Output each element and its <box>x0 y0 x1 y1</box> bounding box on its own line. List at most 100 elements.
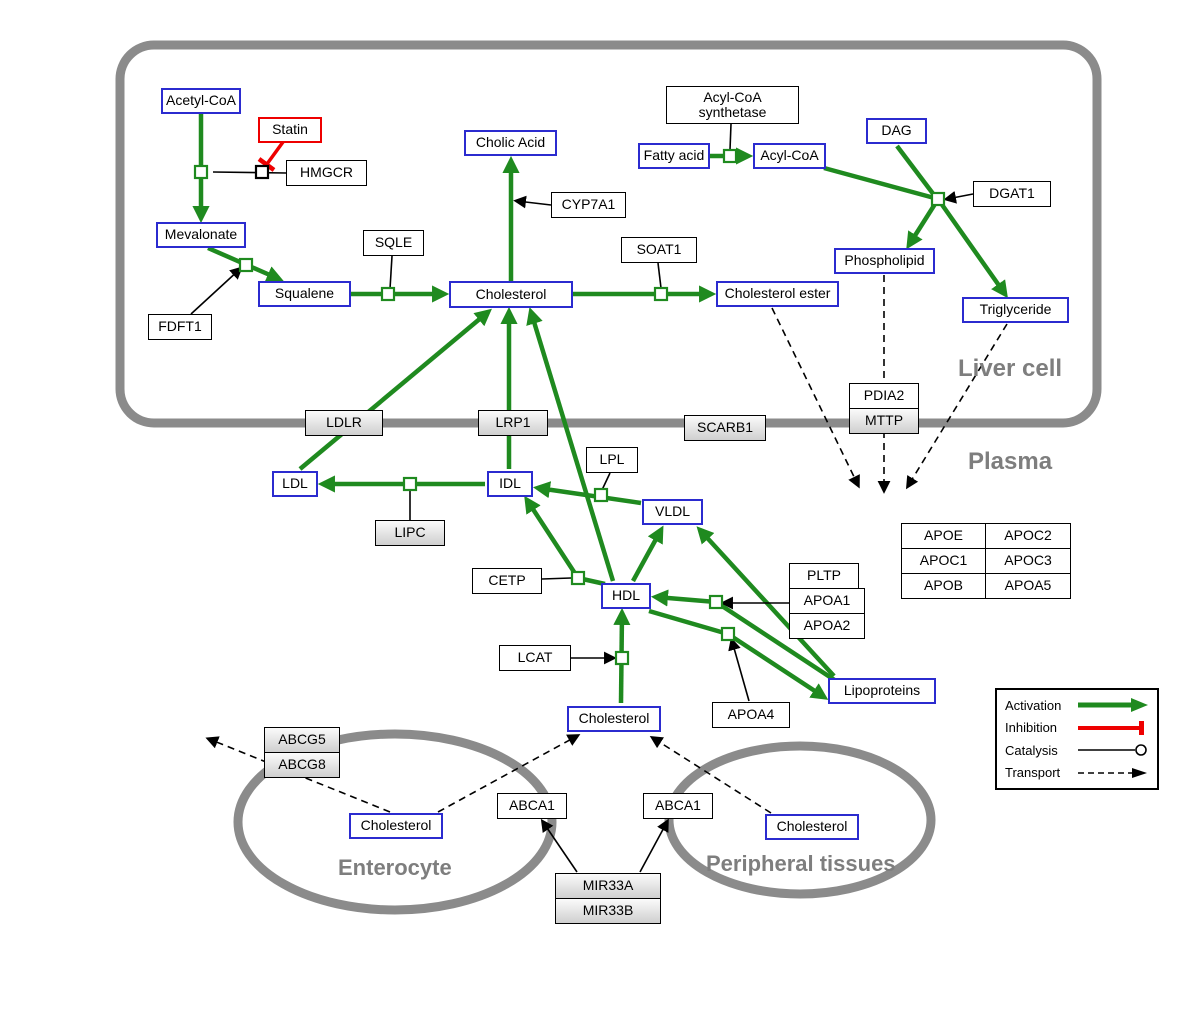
edge-hdl-cholesterol <box>526 307 616 582</box>
edge-cholesterolester-secretion <box>771 307 860 489</box>
edge-vldl-idl <box>532 481 642 506</box>
edge-cyp7a1-cat <box>513 195 552 209</box>
node-cyp7a1[interactable]: CYP7A1 <box>551 192 626 218</box>
edge-cetp-cat <box>541 577 572 580</box>
legend-label-catalysis: Catalysis <box>1005 742 1058 758</box>
catalysis-circle-icon <box>1078 744 1147 757</box>
node-apoa4[interactable]: APOA4 <box>712 702 790 728</box>
node-dag[interactable]: DAG <box>866 118 927 144</box>
node-lpl[interactable]: LPL <box>586 447 638 473</box>
node-apoa2[interactable]: APOA2 <box>789 613 865 639</box>
edge-dgat1-cat <box>943 191 974 204</box>
node-idl[interactable]: IDL <box>487 471 533 497</box>
node-cholic-acid[interactable]: Cholic Acid <box>464 130 557 156</box>
edge-hmgcr-cat <box>212 171 287 174</box>
node-hdl[interactable]: HDL <box>601 583 651 609</box>
legend-label-transport: Transport <box>1005 765 1061 781</box>
reaction-node-10 <box>708 594 724 610</box>
node-ldlr[interactable]: LDLR <box>305 410 383 436</box>
node-triglyceride[interactable]: Triglyceride <box>962 297 1069 323</box>
node-lipoproteins[interactable]: Lipoproteins <box>828 678 936 704</box>
reaction-node-7 <box>402 476 418 492</box>
reaction-node-2 <box>380 286 396 302</box>
edge-mir33a-abca1 <box>540 818 578 873</box>
node-cholesterol-plasma[interactable]: Cholesterol <box>567 706 661 732</box>
node-lcat[interactable]: LCAT <box>499 645 571 671</box>
node-apoa1[interactable]: APOA1 <box>789 588 865 614</box>
node-apoa5[interactable]: APOA5 <box>985 573 1071 599</box>
node-mir33a[interactable]: MIR33A <box>555 873 661 899</box>
node-cholesterol-enterocyte[interactable]: Cholesterol <box>349 813 443 839</box>
node-vldl[interactable]: VLDL <box>642 499 703 525</box>
node-mttp[interactable]: MTTP <box>849 408 919 434</box>
legend-row-inhibition: Inhibition <box>1005 720 1149 736</box>
node-cetp[interactable]: CETP <box>472 568 542 594</box>
edge-apoa4-cat <box>728 637 750 702</box>
node-abcg5[interactable]: ABCG5 <box>264 727 340 753</box>
node-pltp[interactable]: PLTP <box>789 563 859 589</box>
node-acyl-coa[interactable]: Acyl-CoA <box>753 143 826 169</box>
edge-dag-junction <box>895 144 936 197</box>
edge-lpl-cat <box>601 472 611 491</box>
node-abcg8[interactable]: ABCG8 <box>264 752 340 778</box>
node-abca1-peripheral[interactable]: ABCA1 <box>643 793 713 819</box>
node-soat1[interactable]: SOAT1 <box>621 237 697 263</box>
node-scarb1[interactable]: SCARB1 <box>684 415 766 441</box>
edge-statin-inhibition <box>265 140 285 166</box>
node-lipc[interactable]: LIPC <box>375 520 445 546</box>
node-fatty-acid[interactable]: Fatty acid <box>638 143 710 169</box>
reaction-node-0 <box>193 164 209 180</box>
node-phospholipid[interactable]: Phospholipid <box>834 248 935 274</box>
node-abca1-enterocyte[interactable]: ABCA1 <box>497 793 567 819</box>
reaction-node-3 <box>653 286 669 302</box>
edge-mir33b-abca1 <box>639 818 669 873</box>
node-acetyl-coa-liver[interactable]: Acetyl-CoA <box>161 88 241 114</box>
edge-hdl-vldl <box>631 525 664 583</box>
node-hmgcr[interactable]: HMGCR <box>286 160 367 186</box>
node-ldl[interactable]: LDL <box>272 471 318 497</box>
node-dgat1[interactable]: DGAT1 <box>973 181 1051 207</box>
edge-statin-tbar <box>257 157 276 172</box>
legend-row-activation: Activation <box>1005 697 1149 713</box>
node-apoc2[interactable]: APOC2 <box>985 523 1071 549</box>
node-acyl-coa-synthetase[interactable]: Acyl-CoA synthetase <box>666 86 799 124</box>
node-pdia2[interactable]: PDIA2 <box>849 383 919 409</box>
node-apoc3[interactable]: APOC3 <box>985 548 1071 574</box>
node-apoe[interactable]: APOE <box>901 523 986 549</box>
legend-row-catalysis: Catalysis <box>1005 742 1149 758</box>
edge-triglyceride-secretion <box>905 323 1008 490</box>
reaction-node-1 <box>238 257 254 273</box>
node-fdft1[interactable]: FDFT1 <box>148 314 212 340</box>
edge-enterocyte-efflux-plasma <box>437 734 581 813</box>
reaction-node-11 <box>720 626 736 642</box>
reaction-node-9 <box>614 650 630 666</box>
reaction-node-8 <box>570 570 586 586</box>
node-lrp1[interactable]: LRP1 <box>478 410 548 436</box>
liver-cell-outline <box>115 40 1102 428</box>
node-mir33b[interactable]: MIR33B <box>555 898 661 924</box>
legend-row-transport: Transport <box>1005 765 1149 781</box>
node-mevalonate[interactable]: Mevalonate <box>156 222 246 248</box>
legend: Activation Inhibition Catalysis Transpor… <box>995 688 1159 790</box>
node-squalene[interactable]: Squalene <box>258 281 351 307</box>
node-sqle[interactable]: SQLE <box>363 230 424 256</box>
edge-ldl-cholesterol <box>298 308 492 471</box>
inhibition-tbar-icon <box>1078 720 1144 735</box>
node-apob[interactable]: APOB <box>901 573 986 599</box>
reaction-node-4 <box>722 148 738 164</box>
peripheral-tissues-outline <box>664 741 936 899</box>
catalyst-node-12 <box>254 164 270 180</box>
reaction-node-6 <box>593 487 609 503</box>
node-statin[interactable]: Statin <box>258 117 322 143</box>
node-cholesterol-peripheral[interactable]: Cholesterol <box>765 814 859 840</box>
reaction-node-5 <box>930 191 946 207</box>
node-cholesterol-liver[interactable]: Cholesterol <box>449 281 573 308</box>
activation-arrow-icon <box>1078 698 1148 713</box>
edge-sqle-cat <box>389 255 393 290</box>
edge-acylcoasynthetase-cat <box>729 123 732 151</box>
node-cholesterol-ester[interactable]: Cholesterol ester <box>716 281 839 307</box>
node-apoc1[interactable]: APOC1 <box>901 548 986 574</box>
edge-fdft1-cat <box>190 266 243 315</box>
